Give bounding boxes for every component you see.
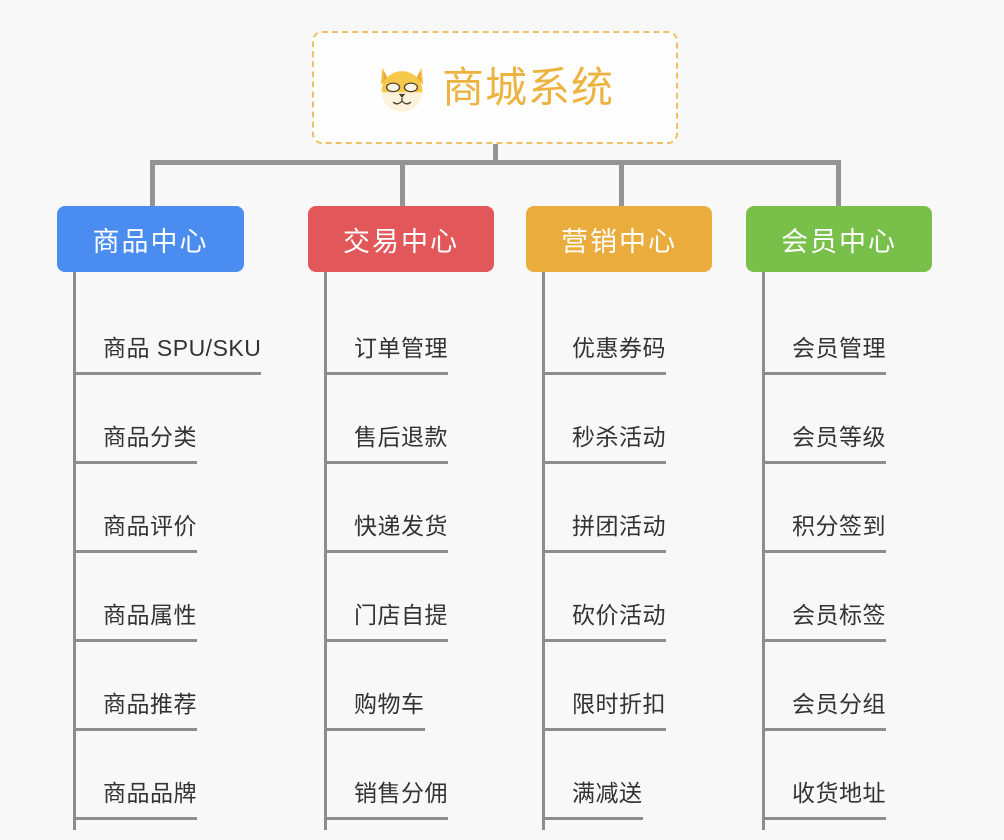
- category-label-2: 交易中心: [343, 226, 459, 257]
- list-item-label: 优惠券码: [542, 334, 666, 375]
- list-item-label: 商品品牌: [73, 779, 197, 820]
- list-item[interactable]: 会员分组: [762, 642, 968, 731]
- branch-column-1: 商品中心 商品 SPU/SKU 商品分类 商品评价 商品属性 商品推荐 商品品牌: [57, 206, 297, 830]
- list-item[interactable]: 商品评价: [73, 464, 297, 553]
- list-item-label: 收货地址: [762, 779, 886, 820]
- connector-drop-3: [619, 163, 624, 206]
- list-item[interactable]: 门店自提: [324, 553, 530, 642]
- list-item[interactable]: 砍价活动: [542, 553, 748, 642]
- item-list-1: 商品 SPU/SKU 商品分类 商品评价 商品属性 商品推荐 商品品牌: [57, 272, 297, 830]
- list-item-label: 限时折扣: [542, 690, 666, 731]
- connector-horizontal-bus: [150, 160, 841, 165]
- list-item-label: 会员标签: [762, 601, 886, 642]
- list-item[interactable]: 快递发货: [324, 464, 530, 553]
- list-item[interactable]: 会员等级: [762, 375, 968, 464]
- list-item[interactable]: 订单管理: [324, 286, 530, 375]
- list-item-label: 拼团活动: [542, 512, 666, 553]
- category-node-4[interactable]: 会员中心: [746, 206, 932, 272]
- branch-column-3: 营销中心 优惠券码 秒杀活动 拼团活动 砍价活动 限时折扣 满减送: [526, 206, 748, 830]
- connector-stem: [493, 144, 498, 163]
- list-item-label: 订单管理: [324, 334, 448, 375]
- list-item-label: 商品推荐: [73, 690, 197, 731]
- list-item-label: 购物车: [324, 690, 425, 731]
- category-label-4: 会员中心: [781, 226, 897, 257]
- category-node-2[interactable]: 交易中心: [308, 206, 494, 272]
- list-item[interactable]: 商品推荐: [73, 642, 297, 731]
- list-item-label: 商品属性: [73, 601, 197, 642]
- item-list-4: 会员管理 会员等级 积分签到 会员标签 会员分组 收货地址: [746, 272, 968, 830]
- category-node-1[interactable]: 商品中心: [57, 206, 244, 272]
- category-label-1: 商品中心: [92, 226, 209, 257]
- list-item-label: 会员管理: [762, 334, 886, 375]
- list-item[interactable]: 满减送: [542, 731, 748, 820]
- list-item-label: 快递发货: [324, 512, 448, 553]
- list-item-label: 销售分佣: [324, 779, 448, 820]
- list-item-label: 商品 SPU/SKU: [73, 334, 262, 375]
- list-item[interactable]: 积分签到: [762, 464, 968, 553]
- shiba-dog-icon: [376, 63, 428, 115]
- list-item[interactable]: 收货地址: [762, 731, 968, 820]
- list-item[interactable]: 商品分类: [73, 375, 297, 464]
- branch-column-2: 交易中心 订单管理 售后退款 快递发货 门店自提 购物车 销售分佣: [308, 206, 530, 830]
- list-item[interactable]: 会员管理: [762, 286, 968, 375]
- item-list-3: 优惠券码 秒杀活动 拼团活动 砍价活动 限时折扣 满减送: [526, 272, 748, 830]
- list-item[interactable]: 售后退款: [324, 375, 530, 464]
- list-item-label: 售后退款: [324, 423, 448, 464]
- connector-drop-2: [400, 163, 405, 206]
- list-item-label: 商品评价: [73, 512, 197, 553]
- root-node[interactable]: 商城系统: [312, 31, 678, 144]
- list-item-label: 门店自提: [324, 601, 448, 642]
- list-item[interactable]: 会员标签: [762, 553, 968, 642]
- category-label-3: 营销中心: [561, 226, 677, 257]
- list-item[interactable]: 购物车: [324, 642, 530, 731]
- list-item-label: 商品分类: [73, 423, 197, 464]
- list-item[interactable]: 秒杀活动: [542, 375, 748, 464]
- root-title: 商城系统: [441, 63, 614, 111]
- category-node-3[interactable]: 营销中心: [526, 206, 712, 272]
- branch-column-4: 会员中心 会员管理 会员等级 积分签到 会员标签 会员分组 收货地址: [746, 206, 968, 830]
- list-item[interactable]: 商品品牌: [73, 731, 297, 820]
- list-item-label: 砍价活动: [542, 601, 666, 642]
- connector-drop-1: [150, 163, 155, 206]
- list-item-label: 积分签到: [762, 512, 886, 553]
- list-item-label: 会员分组: [762, 690, 886, 731]
- list-item-label: 满减送: [542, 779, 643, 820]
- list-item-label: 秒杀活动: [542, 423, 666, 464]
- item-list-2: 订单管理 售后退款 快递发货 门店自提 购物车 销售分佣: [308, 272, 530, 830]
- list-item[interactable]: 商品属性: [73, 553, 297, 642]
- list-item[interactable]: 限时折扣: [542, 642, 748, 731]
- list-item[interactable]: 拼团活动: [542, 464, 748, 553]
- list-item[interactable]: 优惠券码: [542, 286, 748, 375]
- connector-drop-4: [836, 163, 841, 206]
- list-item-label: 会员等级: [762, 423, 886, 464]
- list-item[interactable]: 销售分佣: [324, 731, 530, 820]
- list-item[interactable]: 商品 SPU/SKU: [73, 286, 297, 375]
